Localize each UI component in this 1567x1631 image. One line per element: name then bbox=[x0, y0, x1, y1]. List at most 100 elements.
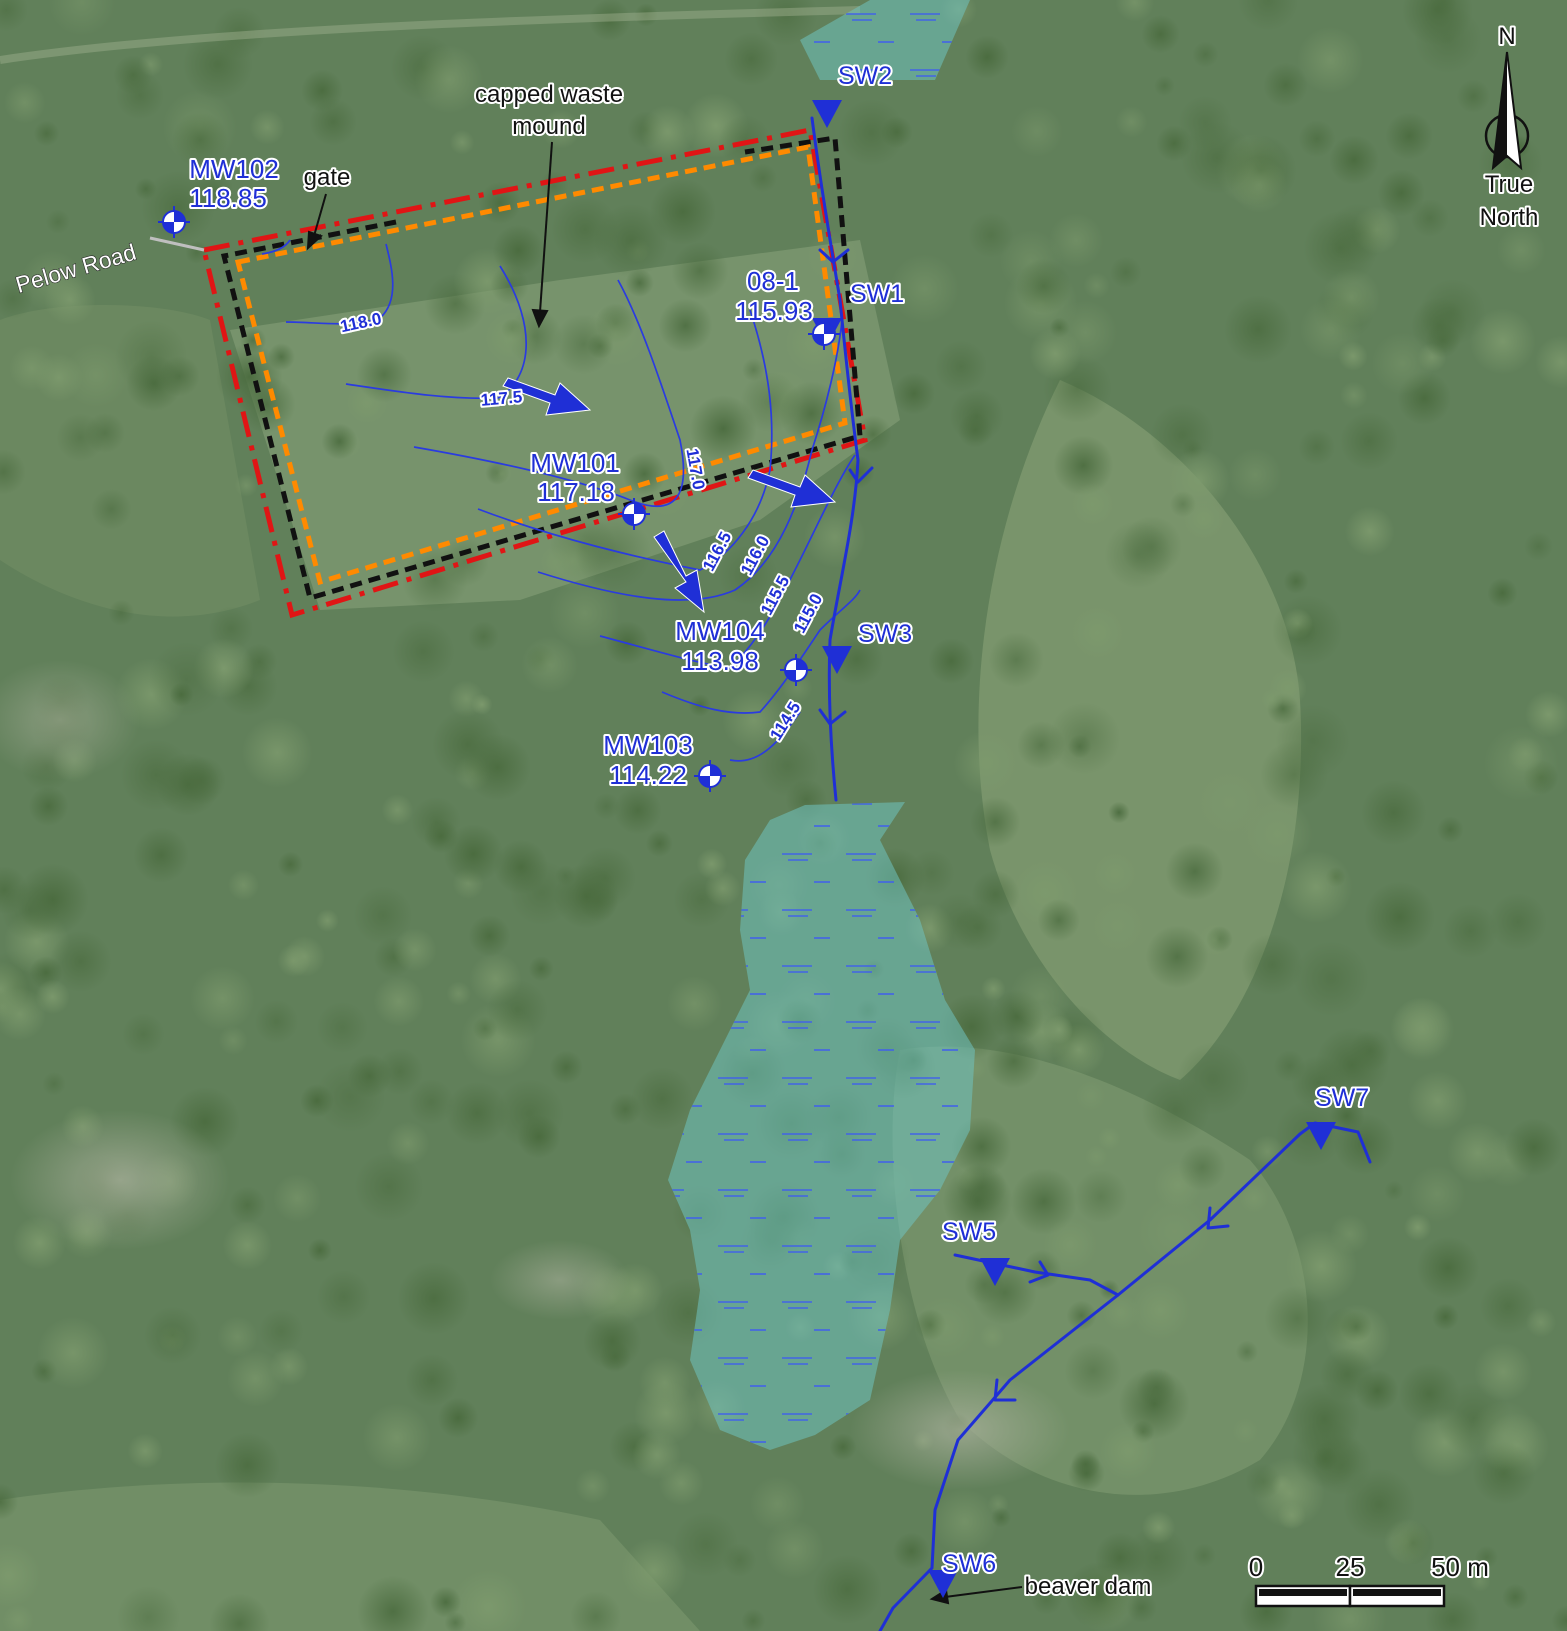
tree-canopy bbox=[1329, 135, 1380, 186]
tree-canopy bbox=[116, 1585, 180, 1631]
station-sw6[interactable]: SW6 bbox=[928, 1548, 998, 1598]
tree-canopy bbox=[620, 1538, 687, 1605]
tree-canopy bbox=[36, 1316, 110, 1390]
station-sw2[interactable]: SW2 bbox=[812, 60, 894, 128]
station-sw7[interactable]: SW7 bbox=[1306, 1082, 1371, 1150]
tree-canopy bbox=[575, 515, 652, 591]
tree-canopy bbox=[755, 734, 820, 798]
tree-canopy bbox=[486, 979, 548, 1042]
tree-canopy bbox=[249, 109, 285, 145]
tree-canopy bbox=[1083, 272, 1110, 300]
tree-canopy bbox=[1070, 482, 1115, 527]
tree-canopy bbox=[373, 976, 425, 1027]
tree-canopy bbox=[981, 976, 1006, 1002]
tree-canopy bbox=[432, 708, 504, 781]
tree-canopy bbox=[1097, 1127, 1121, 1150]
tree-canopy bbox=[1115, 0, 1155, 22]
tree-canopy bbox=[931, 1488, 998, 1556]
tree-canopy bbox=[484, 311, 538, 365]
stream-main-north bbox=[810, 116, 860, 802]
scale-bar-fill-1 bbox=[1259, 1589, 1347, 1596]
well-mw104[interactable]: MW104 113.98 bbox=[673, 614, 812, 686]
tree-canopy bbox=[1130, 1280, 1190, 1340]
well-mw101[interactable]: MW101 117.18 bbox=[528, 446, 650, 530]
tree-canopy bbox=[521, 636, 579, 694]
tree-canopy bbox=[1066, 1300, 1097, 1331]
tree-canopy bbox=[1479, 1277, 1537, 1335]
tree-canopy bbox=[1237, 0, 1299, 31]
north-letter: N bbox=[1498, 23, 1515, 50]
well-08-1[interactable]: 08-1 115.93 bbox=[733, 264, 840, 350]
tree-canopy bbox=[622, 452, 667, 496]
tree-canopy bbox=[1042, 1217, 1098, 1273]
tree-canopy bbox=[159, 356, 200, 397]
tree-canopy bbox=[1075, 1081, 1106, 1112]
tree-canopy bbox=[1180, 121, 1254, 195]
tree-canopy bbox=[579, 881, 618, 921]
well-mw102[interactable]: MW102 118.85 bbox=[158, 152, 281, 238]
tree-canopy bbox=[315, 909, 339, 933]
tree-canopy bbox=[397, 1262, 471, 1335]
tree-canopy bbox=[185, 241, 209, 264]
contour-115-5 bbox=[599, 454, 856, 669]
tree-canopy bbox=[1361, 780, 1427, 846]
tree-canopy bbox=[892, 372, 936, 415]
tree-canopy bbox=[405, 1353, 459, 1407]
tree-canopy bbox=[953, 730, 1019, 796]
tree-canopy bbox=[1165, 842, 1224, 901]
well-mw101-elevation: 117.18 bbox=[537, 477, 615, 507]
tree-canopy bbox=[1192, 1543, 1216, 1568]
tree-canopy bbox=[764, 1519, 825, 1580]
tree-canopy bbox=[968, 212, 1014, 259]
tree-canopy bbox=[1293, 941, 1370, 1017]
tree-canopy bbox=[1245, 1463, 1281, 1500]
tree-canopy bbox=[472, 1016, 498, 1041]
tree-canopy bbox=[1385, 112, 1433, 160]
tree-canopy bbox=[741, 1608, 766, 1631]
tree-canopy bbox=[575, 1468, 611, 1504]
well-mw103[interactable]: MW103 114.22 bbox=[601, 728, 726, 792]
tree-canopy bbox=[1504, 1118, 1563, 1177]
wetland-areas bbox=[668, 0, 975, 1450]
monitoring-well-icon bbox=[618, 498, 650, 530]
tree-canopy bbox=[1407, 1070, 1469, 1132]
tree-canopy bbox=[49, 930, 112, 993]
tree-canopy bbox=[583, 1312, 642, 1371]
mound-label-line1: capped waste bbox=[475, 81, 623, 108]
tree-canopy bbox=[1277, 1501, 1307, 1530]
tree-canopy bbox=[1442, 903, 1498, 959]
well-mw102-elevation: 118.85 bbox=[189, 183, 267, 213]
tree-canopy bbox=[671, 242, 729, 300]
tree-canopy bbox=[1264, 1285, 1330, 1352]
tree-canopy bbox=[1169, 491, 1196, 518]
tree-canopy bbox=[956, 1162, 1007, 1213]
tree-canopy bbox=[1327, 203, 1389, 265]
stream-flow-tick-5 bbox=[993, 1378, 1017, 1402]
tree-canopy bbox=[217, 1316, 258, 1358]
monitoring-wells: MW102 118.85 MW101 117.18 08-1 1 bbox=[158, 152, 840, 792]
station-sw3[interactable]: SW3 bbox=[822, 618, 914, 674]
tree-canopy bbox=[445, 1081, 509, 1145]
tree-canopy bbox=[1403, 1213, 1432, 1242]
mound-leader-head bbox=[531, 308, 549, 329]
well-08-1-id: 08-1 bbox=[747, 266, 799, 296]
tree-canopy bbox=[1037, 899, 1081, 942]
tree-canopy bbox=[548, 577, 621, 649]
tree-canopy bbox=[113, 55, 153, 95]
tree-canopy bbox=[889, 254, 960, 324]
tree-canopy bbox=[122, 1013, 165, 1056]
station-sw5[interactable]: SW5 bbox=[940, 1216, 1010, 1286]
tree-canopy bbox=[362, 1403, 432, 1473]
tree-canopy bbox=[1141, 15, 1180, 54]
station-sw5-label: SW5 bbox=[942, 1218, 996, 1246]
tree-canopy bbox=[1154, 75, 1175, 97]
tree-canopy bbox=[722, 688, 786, 753]
tree-canopy bbox=[414, 45, 484, 114]
tree-canopy bbox=[986, 1034, 1041, 1089]
station-sw3-label: SW3 bbox=[858, 620, 912, 648]
scale-bar: 0 25 50 m bbox=[1247, 1550, 1491, 1608]
tree-canopy bbox=[1283, 568, 1309, 594]
tree-canopy bbox=[108, 599, 135, 627]
tree-canopy bbox=[803, 505, 866, 569]
tree-canopy bbox=[1009, 965, 1072, 1028]
